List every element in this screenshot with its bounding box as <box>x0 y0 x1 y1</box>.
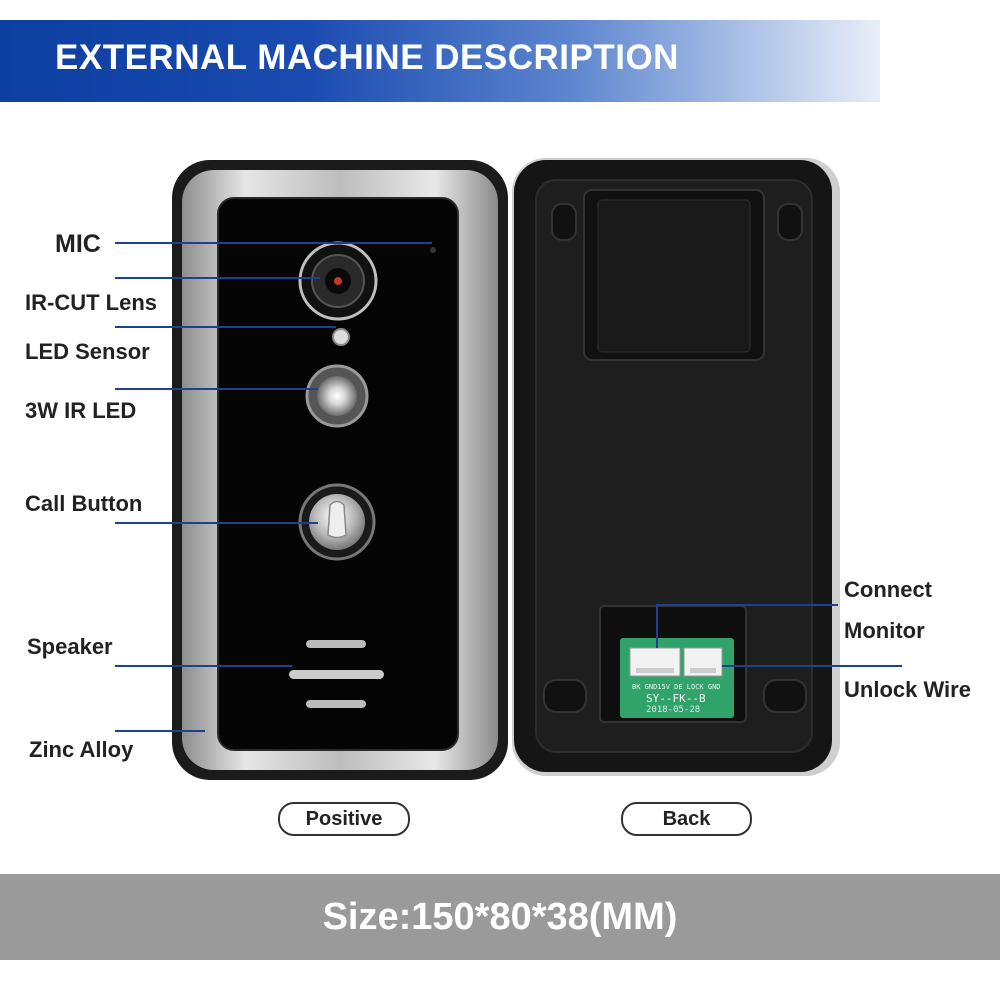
label-led-sensor: LED Sensor <box>25 339 150 364</box>
label-call-button: Call Button <box>25 491 143 516</box>
size-label: Size:150*80*38(MM) <box>322 895 678 938</box>
back-unit <box>512 158 840 776</box>
pcb-date: 2018-05-28 <box>646 705 701 715</box>
label-unlock-wire: Unlock Wire <box>844 677 971 702</box>
pcb-silkscreen: BK GND15V DE LOCK GND <box>632 683 721 691</box>
footer-bar <box>0 874 1000 960</box>
page-title: EXTERNAL MACHINE DESCRIPTION <box>55 38 679 77</box>
pcb-model: SY--FK--B <box>646 692 706 705</box>
back-view-caption: Back <box>621 802 752 836</box>
front-unit <box>172 160 508 780</box>
label-ir-led: 3W IR LED <box>25 398 137 423</box>
label-zinc-alloy: Zinc Alloy <box>29 737 134 762</box>
front-view-caption: Positive <box>278 802 410 836</box>
label-monitor: Monitor <box>844 618 925 643</box>
label-speaker: Speaker <box>27 634 113 659</box>
leader-lines <box>115 242 902 732</box>
label-connect: Connect <box>844 577 932 602</box>
header-banner <box>0 20 880 102</box>
label-mic: MIC <box>55 230 101 258</box>
label-ir-cut-lens: IR-CUT Lens <box>25 290 157 315</box>
